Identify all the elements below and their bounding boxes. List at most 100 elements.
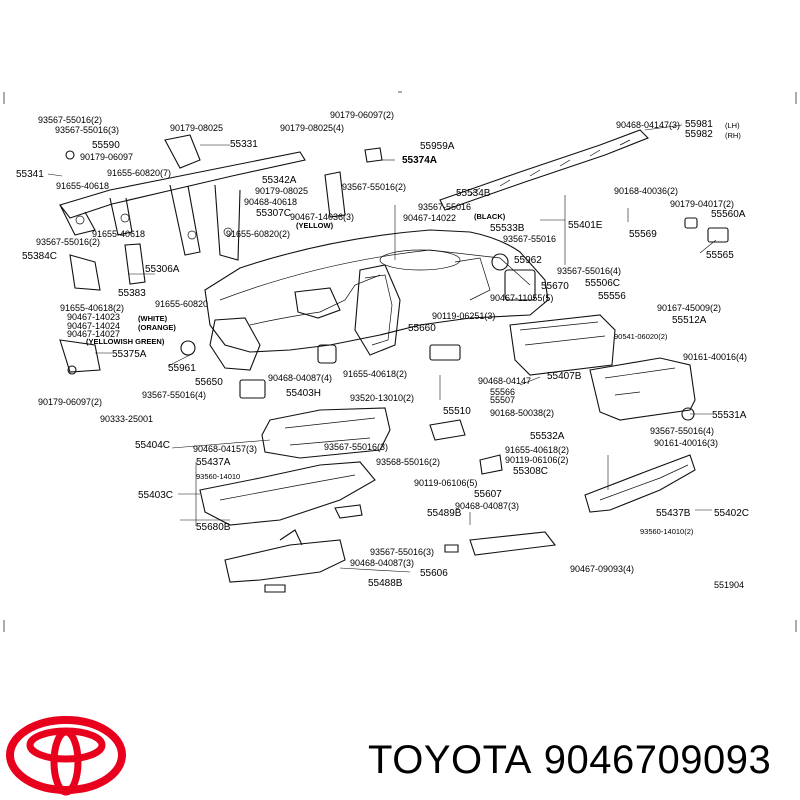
part-label: 55565 [706, 250, 734, 261]
part-label: 55569 [629, 229, 657, 240]
part-label: 55375A [112, 349, 147, 360]
part-label: 93567-55016(4) [557, 266, 621, 276]
toyota-logo-icon [6, 716, 126, 796]
part-label: 90179-06097(2) [330, 110, 394, 120]
part-label: 90467-14023 [67, 312, 120, 322]
part-label: 55401E [568, 220, 603, 231]
part-label: 90161-40016(4) [683, 352, 747, 362]
part-label: (WHITE) [138, 314, 168, 323]
part-label: 55650 [195, 377, 223, 388]
brand-name: TOYOTA [368, 738, 532, 782]
part-label: 90467-11055(5) [490, 293, 553, 303]
part-label: 90167-45009(2) [657, 303, 721, 313]
part-label: 93567-55016(2) [36, 237, 100, 247]
part-label: 55407B [547, 371, 582, 382]
part-label: 55437A [196, 457, 231, 468]
part-label: 90467-14024 [67, 321, 120, 331]
part-number: 9046709093 [543, 738, 772, 782]
part-label: 91655-60820(2) [226, 229, 290, 239]
part-label: 55437B [656, 508, 691, 519]
part-label: 90467-14036(3) [290, 212, 354, 222]
part-label: 93567-55016(2) [342, 182, 406, 192]
part-label: 93567-55016(3) [55, 125, 119, 135]
part-label: 90119-06251(3) [432, 311, 495, 321]
frame-marks [3, 91, 797, 632]
console-panel [224, 529, 557, 583]
part-label: 55606 [420, 568, 448, 579]
part-label: 55510 [443, 406, 471, 417]
part-label: (YELLOWISH GREEN) [86, 337, 165, 346]
part-label: (RH) [725, 131, 741, 140]
part-label: 93567-55016(3) [370, 547, 434, 557]
part-label: 55331 [230, 139, 258, 150]
part-label: 90179-08025 [255, 186, 308, 196]
part-label: 90179-06097 [80, 152, 133, 162]
part-label: 91655-40618(2) [60, 303, 124, 313]
part-label: 55403H [286, 388, 321, 399]
part-label: 55489B [427, 508, 462, 519]
part-label: 55342A [262, 175, 297, 186]
part-label: (YELLOW) [296, 221, 334, 230]
part-label: 55981 [685, 119, 713, 130]
lower-panel-right [584, 454, 696, 513]
dashboard-panel [204, 229, 549, 371]
part-label: 90468-40618 [244, 197, 297, 207]
part-label: 55402C [714, 508, 749, 519]
part-label: 55374A [402, 155, 437, 166]
lower-panel-left [199, 461, 376, 526]
part-label: 90179-08025(4) [280, 123, 344, 133]
part-label: 55532A [530, 431, 565, 442]
part-label: 55507 [490, 395, 515, 405]
part-label: 93567-55016 [418, 202, 471, 212]
reinforcement-frame [59, 134, 306, 285]
leader-lines [47, 124, 717, 573]
part-label: 90468-04157(3) [193, 444, 257, 454]
part-label: 90179-06097(2) [38, 397, 102, 407]
part-label: 55680B [196, 522, 231, 533]
part-label: 55560A [711, 209, 746, 220]
part-label: 55531A [712, 410, 747, 421]
part-label: 90168-50038(2) [490, 408, 554, 418]
part-label: 55556 [598, 291, 626, 302]
part-label: 90541-06020(2) [614, 332, 668, 341]
part-label: 55404C [135, 440, 170, 451]
part-label: 90179-08025 [170, 123, 223, 133]
part-label: 551904 [714, 580, 744, 590]
part-label: 90467-09093(4) [570, 564, 634, 574]
part-label: 55660 [408, 323, 436, 334]
part-label: 91655-40618 [56, 181, 109, 191]
part-label: 55534B [456, 188, 491, 199]
part-label: 90179-04017(2) [670, 199, 734, 209]
part-label: 55308C [513, 466, 548, 477]
part-label: 90468-04087(3) [350, 558, 414, 568]
small-components [59, 147, 729, 593]
part-label: (ORANGE) [138, 323, 176, 332]
part-label: 55341 [16, 169, 44, 180]
part-label: 55590 [92, 140, 120, 151]
part-label: 90161-40016(3) [654, 438, 718, 448]
part-label: 90119-06106(5) [414, 478, 477, 488]
part-label: 93567-55016(4) [650, 426, 714, 436]
part-label: 91655-60820(7) [107, 168, 171, 178]
part-label: 55403C [138, 490, 173, 501]
part-label: 93567-55016(3) [324, 442, 388, 452]
part-label: 55670 [541, 281, 569, 292]
part-label: 55384C [22, 251, 57, 262]
part-label: 91655-40618(2) [343, 369, 407, 379]
part-label: 93567-55016(4) [142, 390, 206, 400]
part-label: 93560-14010(2) [640, 527, 694, 536]
part-label: 91655-40618 [92, 229, 145, 239]
part-label: 55961 [168, 363, 196, 374]
part-label: (BLACK) [474, 212, 506, 221]
part-labels: 93567-55016(2) 93567-55016(3) 90179-0802… [16, 110, 749, 590]
part-label: 90168-40036(2) [614, 186, 678, 196]
part-label: 55307C [256, 208, 291, 219]
part-label: 90467-14027 [67, 329, 120, 339]
part-label: 91655-40618(2) [505, 445, 569, 455]
part-label: 55566 [490, 387, 515, 397]
part-label: 90468-04087(3) [455, 501, 519, 511]
part-label: 90468-04147 [478, 376, 531, 386]
part-label: 55982 [685, 129, 713, 140]
part-label: 90468-04147(3) [616, 120, 680, 130]
